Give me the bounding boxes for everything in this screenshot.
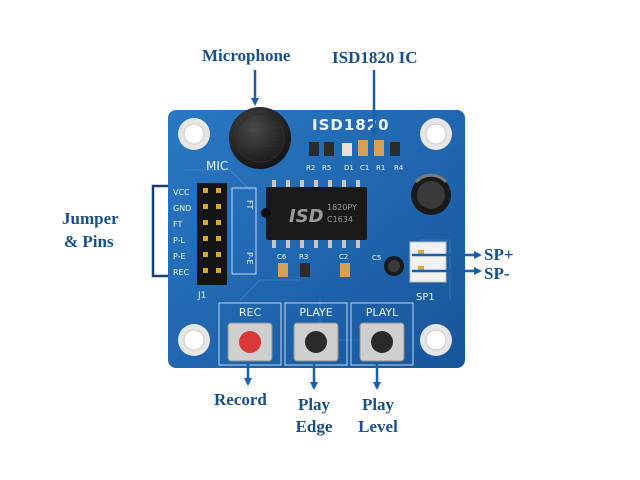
component-label: R3 (299, 253, 308, 261)
mounting-hole (420, 324, 452, 356)
component-label: R5 (322, 164, 331, 172)
pin-header-j1 (197, 183, 227, 285)
jumper-pe-label: P-E (245, 252, 254, 265)
top-component-labels: R2 R5 D1 C1 R1 R4 (306, 164, 404, 172)
mounting-hole (420, 118, 452, 150)
connector-label: J1 (197, 291, 206, 301)
component-label: R2 (306, 164, 315, 172)
cap-label: C5 (372, 254, 381, 262)
label-record: Record (214, 390, 267, 409)
component-label: C1 (360, 164, 369, 172)
play-level-button[interactable] (359, 322, 405, 362)
pin-labels: VCC GND FT P-L P-E REC (173, 188, 191, 277)
pin-label-gnd: GND (173, 204, 191, 213)
small-capacitor (384, 256, 404, 276)
speaker-label: SP1 (416, 292, 435, 303)
button-frames (218, 302, 414, 366)
jumper-ft-label: FT (245, 200, 254, 209)
component-label: C6 (277, 253, 287, 261)
pin-label-ft: FT (173, 220, 182, 229)
pin-label-rec: REC (173, 268, 190, 277)
button-label-playl: PLAYL (366, 306, 399, 319)
chip-text-2: C1634 (327, 215, 353, 224)
record-button[interactable] (227, 322, 273, 362)
jumper-outline (231, 187, 257, 275)
jumper-bracket (151, 184, 168, 278)
speaker-connector (409, 241, 447, 283)
label-play-edge-line2: Edge (295, 417, 333, 436)
play-edge-button[interactable] (293, 322, 339, 362)
smd-components-mid (278, 263, 350, 277)
button-label-rec: REC (239, 306, 262, 319)
label-sp-plus: SP+ (484, 245, 514, 264)
board-title: ISD1820 (312, 116, 390, 134)
label-play-level-line1: Play (361, 395, 395, 414)
button-silk-labels: REC PLAYE PLAYL (239, 306, 399, 319)
label-sp-minus: SP- (484, 264, 510, 283)
component-label: R1 (376, 164, 385, 172)
component-label: C2 (339, 253, 348, 261)
smd-components-top (309, 140, 400, 156)
isd1820-chip (261, 180, 367, 248)
electrolytic-capacitor (411, 173, 451, 215)
mounting-hole (178, 324, 210, 356)
button-label-playe: PLAYE (299, 306, 332, 319)
chip-text-large: ISD (289, 206, 324, 227)
chip-text-1: 1820PY (327, 203, 357, 212)
mid-component-labels: C6 R3 C2 (277, 253, 348, 261)
label-play-edge-line1: Play (297, 395, 331, 414)
mic-label: MIC (206, 159, 228, 173)
mounting-hole (178, 118, 210, 150)
pin-label-vcc: VCC (173, 188, 190, 197)
component-label: R4 (394, 164, 404, 172)
pin-label-pe: P-E (173, 252, 186, 261)
component-label: D1 (344, 164, 354, 172)
label-microphone: Microphone (202, 46, 291, 65)
microphone (229, 107, 291, 169)
label-jumper-line1: Jumper (62, 209, 119, 228)
label-ic: ISD1820 IC (332, 48, 418, 67)
label-play-level-line2: Level (358, 417, 398, 436)
label-jumper-line2: & Pins (64, 232, 114, 251)
pin-label-pl: P-L (173, 236, 186, 245)
